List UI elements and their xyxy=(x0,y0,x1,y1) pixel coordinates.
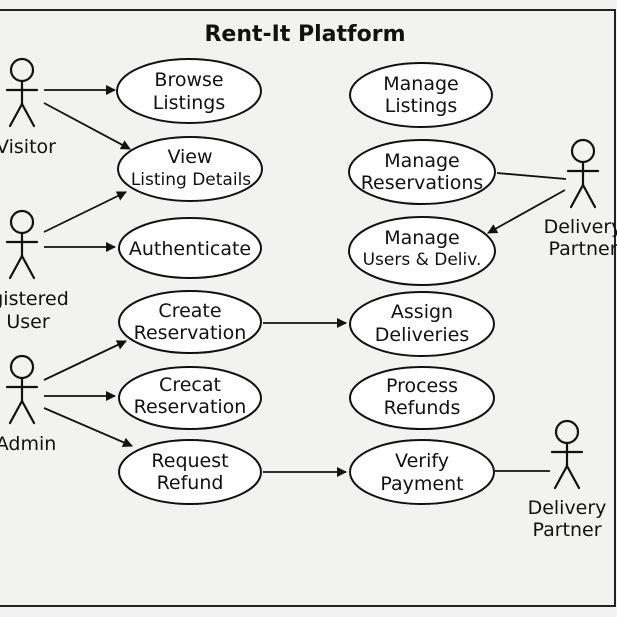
use-case-label: Deliveries xyxy=(375,324,470,346)
use-case-label: Assign xyxy=(391,301,453,323)
use-case-label: Manage xyxy=(384,150,459,172)
use-case-label: Users & Deliv. xyxy=(363,250,482,270)
use-case-label: Request xyxy=(151,450,228,472)
actor-delivery-partner-top: Delivery Partner xyxy=(544,138,617,260)
use-case-label: Process xyxy=(386,375,458,397)
assoc-admin-refund xyxy=(43,407,133,448)
use-case-label: Authenticate xyxy=(129,238,251,260)
use-case-label: Listings xyxy=(385,95,458,117)
actor-delivery-partner-bottom: Delivery Partner xyxy=(528,419,607,541)
use-case-label: Refunds xyxy=(384,397,461,419)
actor-label-visitor: Visitor xyxy=(0,136,56,158)
actor-label-delivery-partner-top-line2: Partner xyxy=(548,238,617,260)
actor-visitor: Visitor xyxy=(0,57,56,158)
use-case-manage-users-deliv[interactable]: Manage Users & Deliv. xyxy=(348,216,496,286)
use-case-process-refunds[interactable]: Process Refunds xyxy=(349,366,495,430)
use-case-label: Reservations xyxy=(361,172,484,194)
diagram-title: Rent-It Platform xyxy=(204,22,405,47)
actor-label-registered-user-line1: gistered xyxy=(0,288,69,310)
use-case-label: View xyxy=(167,146,212,168)
use-case-label: Verify xyxy=(395,450,449,472)
actor-label-delivery-partner-top-line1: Delivery xyxy=(544,216,617,238)
assoc-manage-reservations-partner xyxy=(496,172,567,180)
assoc-admin-create xyxy=(43,340,127,381)
actor-registered-user: gistered User xyxy=(0,209,69,333)
use-case-authenticate[interactable]: Authenticate xyxy=(118,217,262,279)
use-case-label: Reservation xyxy=(134,396,247,418)
use-case-manage-reservations[interactable]: Manage Reservations xyxy=(348,139,496,205)
use-case-manage-listings[interactable]: Manage Listings xyxy=(349,62,493,128)
use-case-view-listing-details[interactable]: View Listing Details xyxy=(117,136,263,202)
use-case-label: Refund xyxy=(157,472,224,494)
use-case-label: Create xyxy=(158,300,221,322)
use-case-verify-payment[interactable]: Verify Payment xyxy=(349,439,495,505)
use-case-label: Listings xyxy=(153,92,226,114)
use-case-browse-listings[interactable]: Browse Listings xyxy=(116,58,262,124)
use-case-assign-deliveries[interactable]: Assign Deliveries xyxy=(349,291,495,357)
system-boundary xyxy=(0,9,616,607)
use-case-request-refund[interactable]: Request Refund xyxy=(118,439,262,505)
actor-admin: Admin xyxy=(0,354,56,455)
actor-label-registered-user-line2: User xyxy=(6,311,49,333)
assoc-visitor-view xyxy=(43,102,131,150)
use-case-label: Crecat xyxy=(159,374,221,396)
actor-label-admin: Admin xyxy=(0,433,56,455)
actor-label-delivery-partner-bottom-line2: Partner xyxy=(532,519,601,541)
assoc-partner-manage-users xyxy=(487,189,566,234)
assoc-user-view xyxy=(43,191,127,233)
use-case-create-reservation[interactable]: Create Reservation xyxy=(118,290,262,354)
use-case-label: Manage xyxy=(384,227,459,249)
use-case-label: Reservation xyxy=(134,322,247,344)
use-case-label: Manage xyxy=(383,73,458,95)
use-case-label: Listing Details xyxy=(131,170,251,190)
use-case-crecat-reservation[interactable]: Crecat Reservation xyxy=(118,366,262,430)
actor-label-delivery-partner-bottom-line1: Delivery xyxy=(528,497,607,519)
use-case-label: Payment xyxy=(380,473,463,495)
use-case-label: Browse xyxy=(154,69,223,91)
